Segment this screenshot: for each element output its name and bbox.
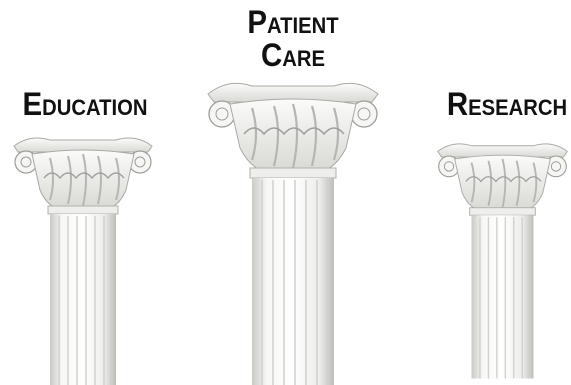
pillar-label-patient-care: Patient Care [224,6,362,71]
corinthian-column-icon [10,128,156,385]
corinthian-column-icon [204,72,382,385]
pillar-label-research: Research [438,88,571,121]
corinthian-column-icon [434,128,571,385]
pillar-label-education: Education [16,88,154,121]
pillar-label-line: Education [16,88,154,121]
pillar-label-line: Patient [224,6,362,39]
pillar-label-line: Research [438,88,571,121]
pillar-label-line: Care [224,39,362,72]
